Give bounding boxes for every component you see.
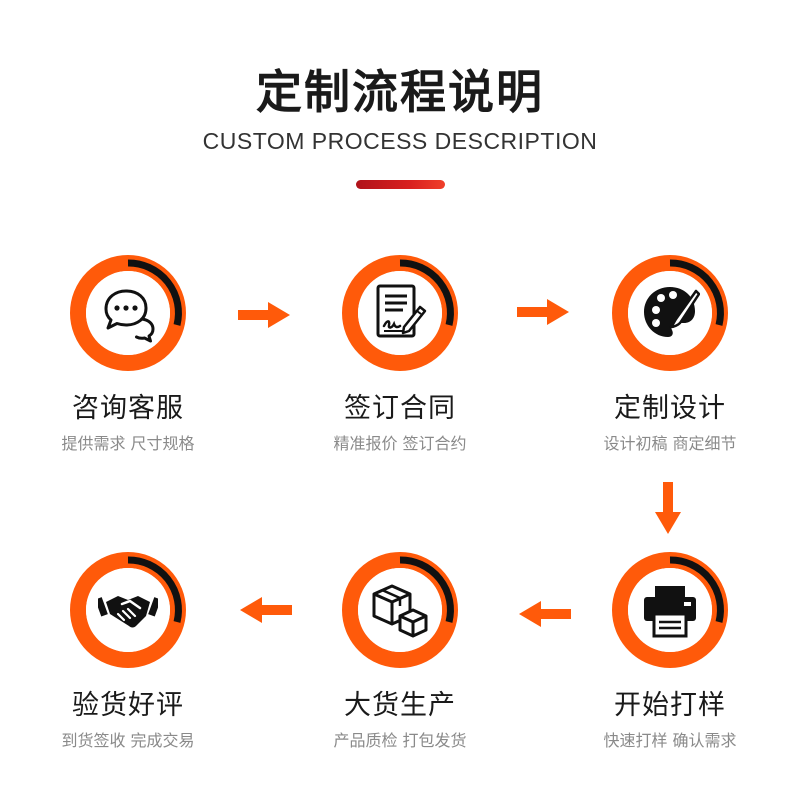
step-title-consult: 咨询客服 [72,393,184,424]
step-title-design: 定制设计 [614,393,726,424]
step-desc-review: 到货签收 完成交易 [61,731,195,750]
arrow-left-icon [240,597,292,623]
page-subtitle: CUSTOM PROCESS DESCRIPTION [202,128,598,154]
palette-brush-icon [640,283,701,343]
step-ring-design [610,253,730,373]
step-desc-sample: 快速打样 确认需求 [603,731,737,750]
arrow-left-icon [519,601,571,627]
title-underline-bar [356,180,445,189]
contract-signing-icon [370,283,430,343]
step-ring-consult [68,253,188,373]
page-title: 定制流程说明 [256,65,544,119]
arrow-right-icon [238,302,290,328]
arrow-down-icon [655,482,681,534]
step-desc-design: 设计初稿 商定细节 [603,434,737,453]
step-desc-production: 产品质检 打包发货 [333,731,467,750]
step-desc-consult: 提供需求 尺寸规格 [61,434,195,453]
step-title-production: 大货生产 [344,690,456,721]
step-title-sample: 开始打样 [614,690,726,721]
step-title-contract: 签订合同 [344,393,456,424]
step-title-review: 验货好评 [72,690,184,721]
printer-icon [640,580,700,640]
step-ring-production [340,550,460,670]
step-ring-contract [340,253,460,373]
step-ring-review [68,550,188,670]
handshake-icon [95,580,161,640]
step-ring-sample [610,550,730,670]
step-desc-contract: 精准报价 签订合约 [333,434,467,453]
chat-bubbles-icon [98,283,158,343]
arrow-right-icon [517,299,569,325]
boxes-icon [370,580,430,640]
